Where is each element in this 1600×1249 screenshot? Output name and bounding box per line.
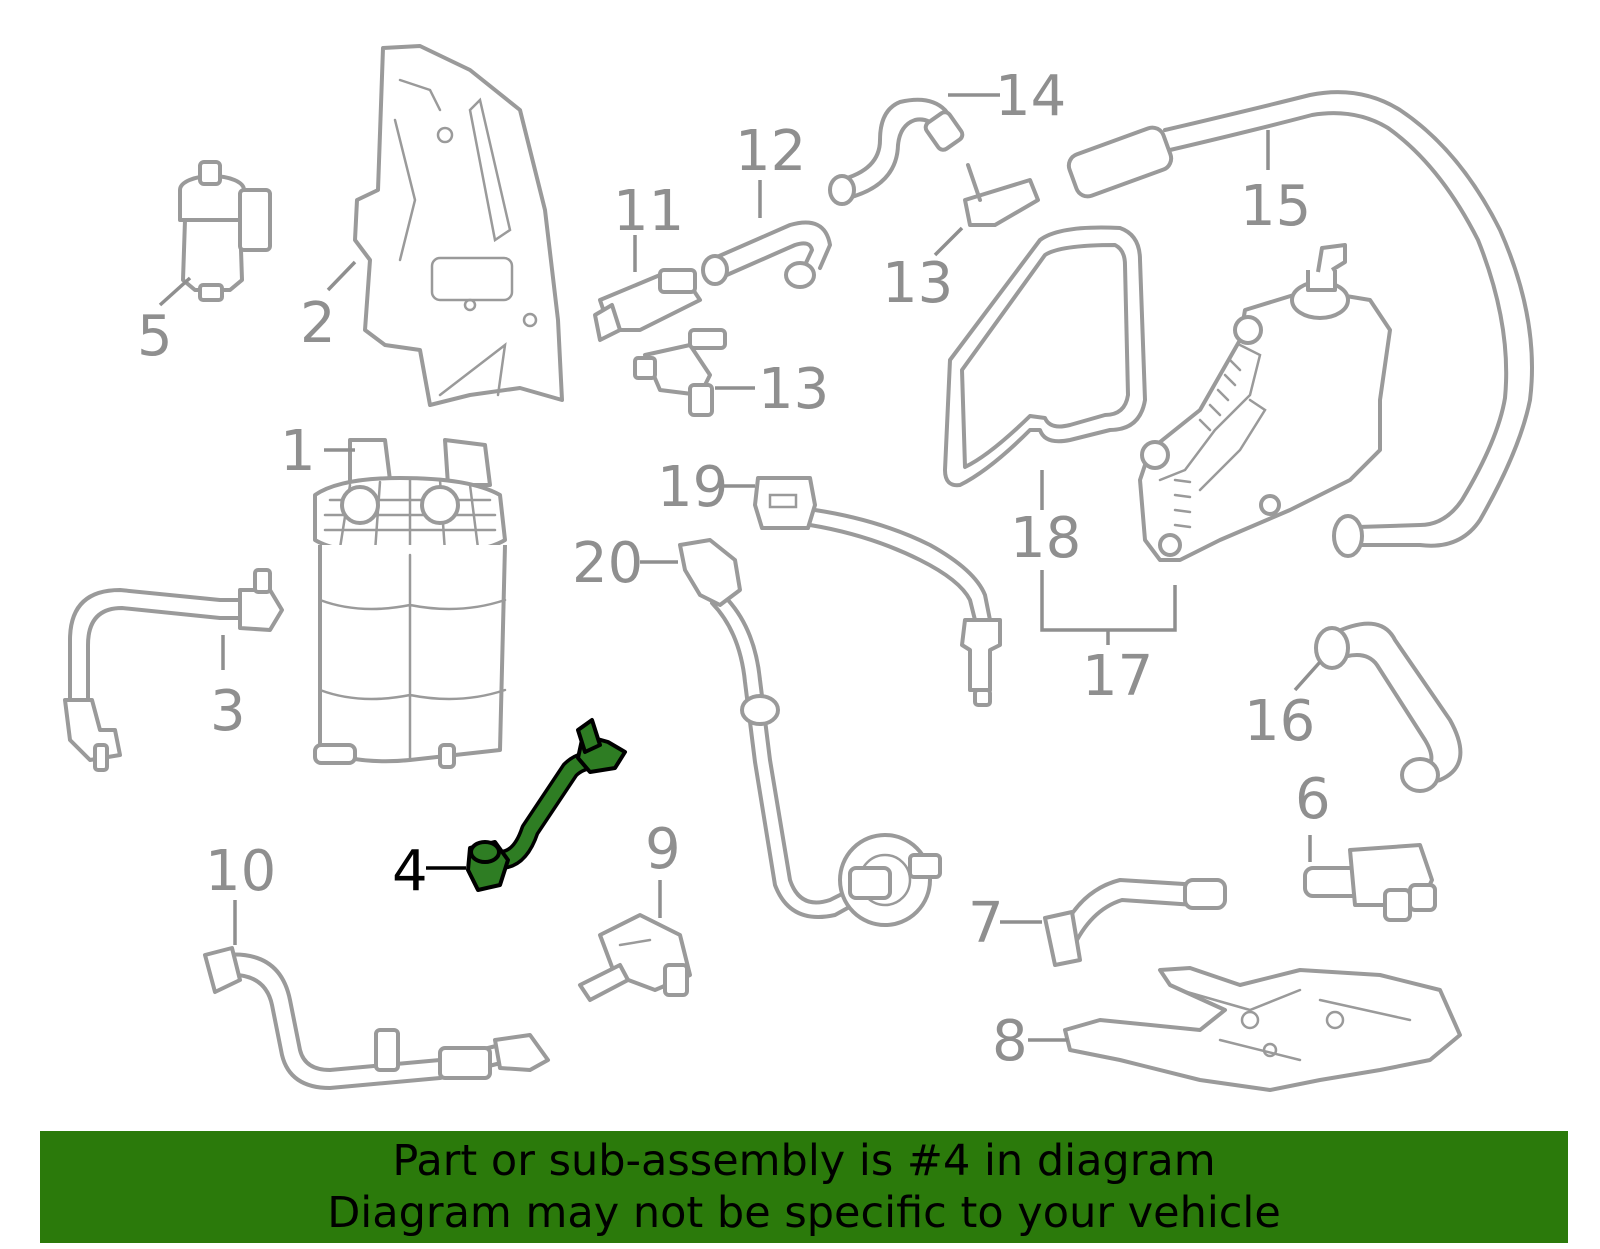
part-5-purge-valve (178, 160, 272, 302)
callout-1: 1 (280, 419, 316, 484)
callout-9: 9 (645, 817, 681, 882)
part-1-evap-canister (313, 438, 507, 769)
part-12-hose (701, 220, 832, 289)
part-19-o2-sensor (753, 476, 1002, 707)
banner-line-part: Part or sub-assembly is #4 in diagram (392, 1136, 1216, 1186)
part-16-hose (1314, 621, 1463, 793)
part-13-connector-lower (633, 328, 727, 417)
callout-13-upper: 13 (882, 251, 953, 316)
callout-3: 3 (210, 679, 246, 744)
callout-17: 17 (1082, 644, 1153, 709)
callout-15: 15 (1240, 174, 1311, 239)
info-banner: Part or sub-assembly is #4 in diagram Di… (40, 1131, 1568, 1243)
part-14-hose (828, 97, 965, 206)
part-8-skid-plate (1063, 966, 1462, 1092)
callout-18: 18 (1010, 506, 1081, 571)
part-15-hose (1066, 90, 1534, 558)
part-9-valve (578, 913, 692, 1002)
callout-13-lower: 13 (758, 357, 829, 422)
callout-20: 20 (572, 531, 643, 596)
callout-7: 7 (968, 891, 1004, 956)
part-13-connector-upper (963, 163, 1040, 227)
callout-6: 6 (1295, 767, 1331, 832)
part-10-hose (203, 946, 550, 1090)
part-6-valve (1303, 843, 1437, 922)
callout-2: 2 (300, 291, 336, 356)
callout-11: 11 (613, 179, 684, 244)
part-2-heat-shield (353, 44, 564, 407)
callout-14: 14 (995, 64, 1066, 129)
callout-10: 10 (205, 839, 276, 904)
part-4-hose-highlighted (466, 718, 627, 892)
part-11-connector (593, 268, 702, 342)
part-20-o2-sensor (678, 538, 942, 927)
callout-12: 12 (735, 119, 806, 184)
part-18-gasket (943, 225, 1147, 488)
leader-lines (158, 93, 1322, 1042)
callout-8: 8 (992, 1009, 1028, 1074)
banner-line-disclaimer: Diagram may not be specific to your vehi… (327, 1188, 1281, 1238)
callout-5: 5 (137, 304, 173, 369)
part-3-hose (63, 568, 284, 772)
part-7-hose (1043, 878, 1227, 967)
callout-4: 4 (392, 839, 428, 904)
callout-16: 16 (1244, 689, 1315, 754)
part-17-module (1138, 243, 1392, 562)
callout-19: 19 (657, 455, 728, 520)
callout-labels: 1 2 3 4 5 6 7 8 9 10 11 12 13 13 14 15 1… (137, 64, 1331, 1074)
